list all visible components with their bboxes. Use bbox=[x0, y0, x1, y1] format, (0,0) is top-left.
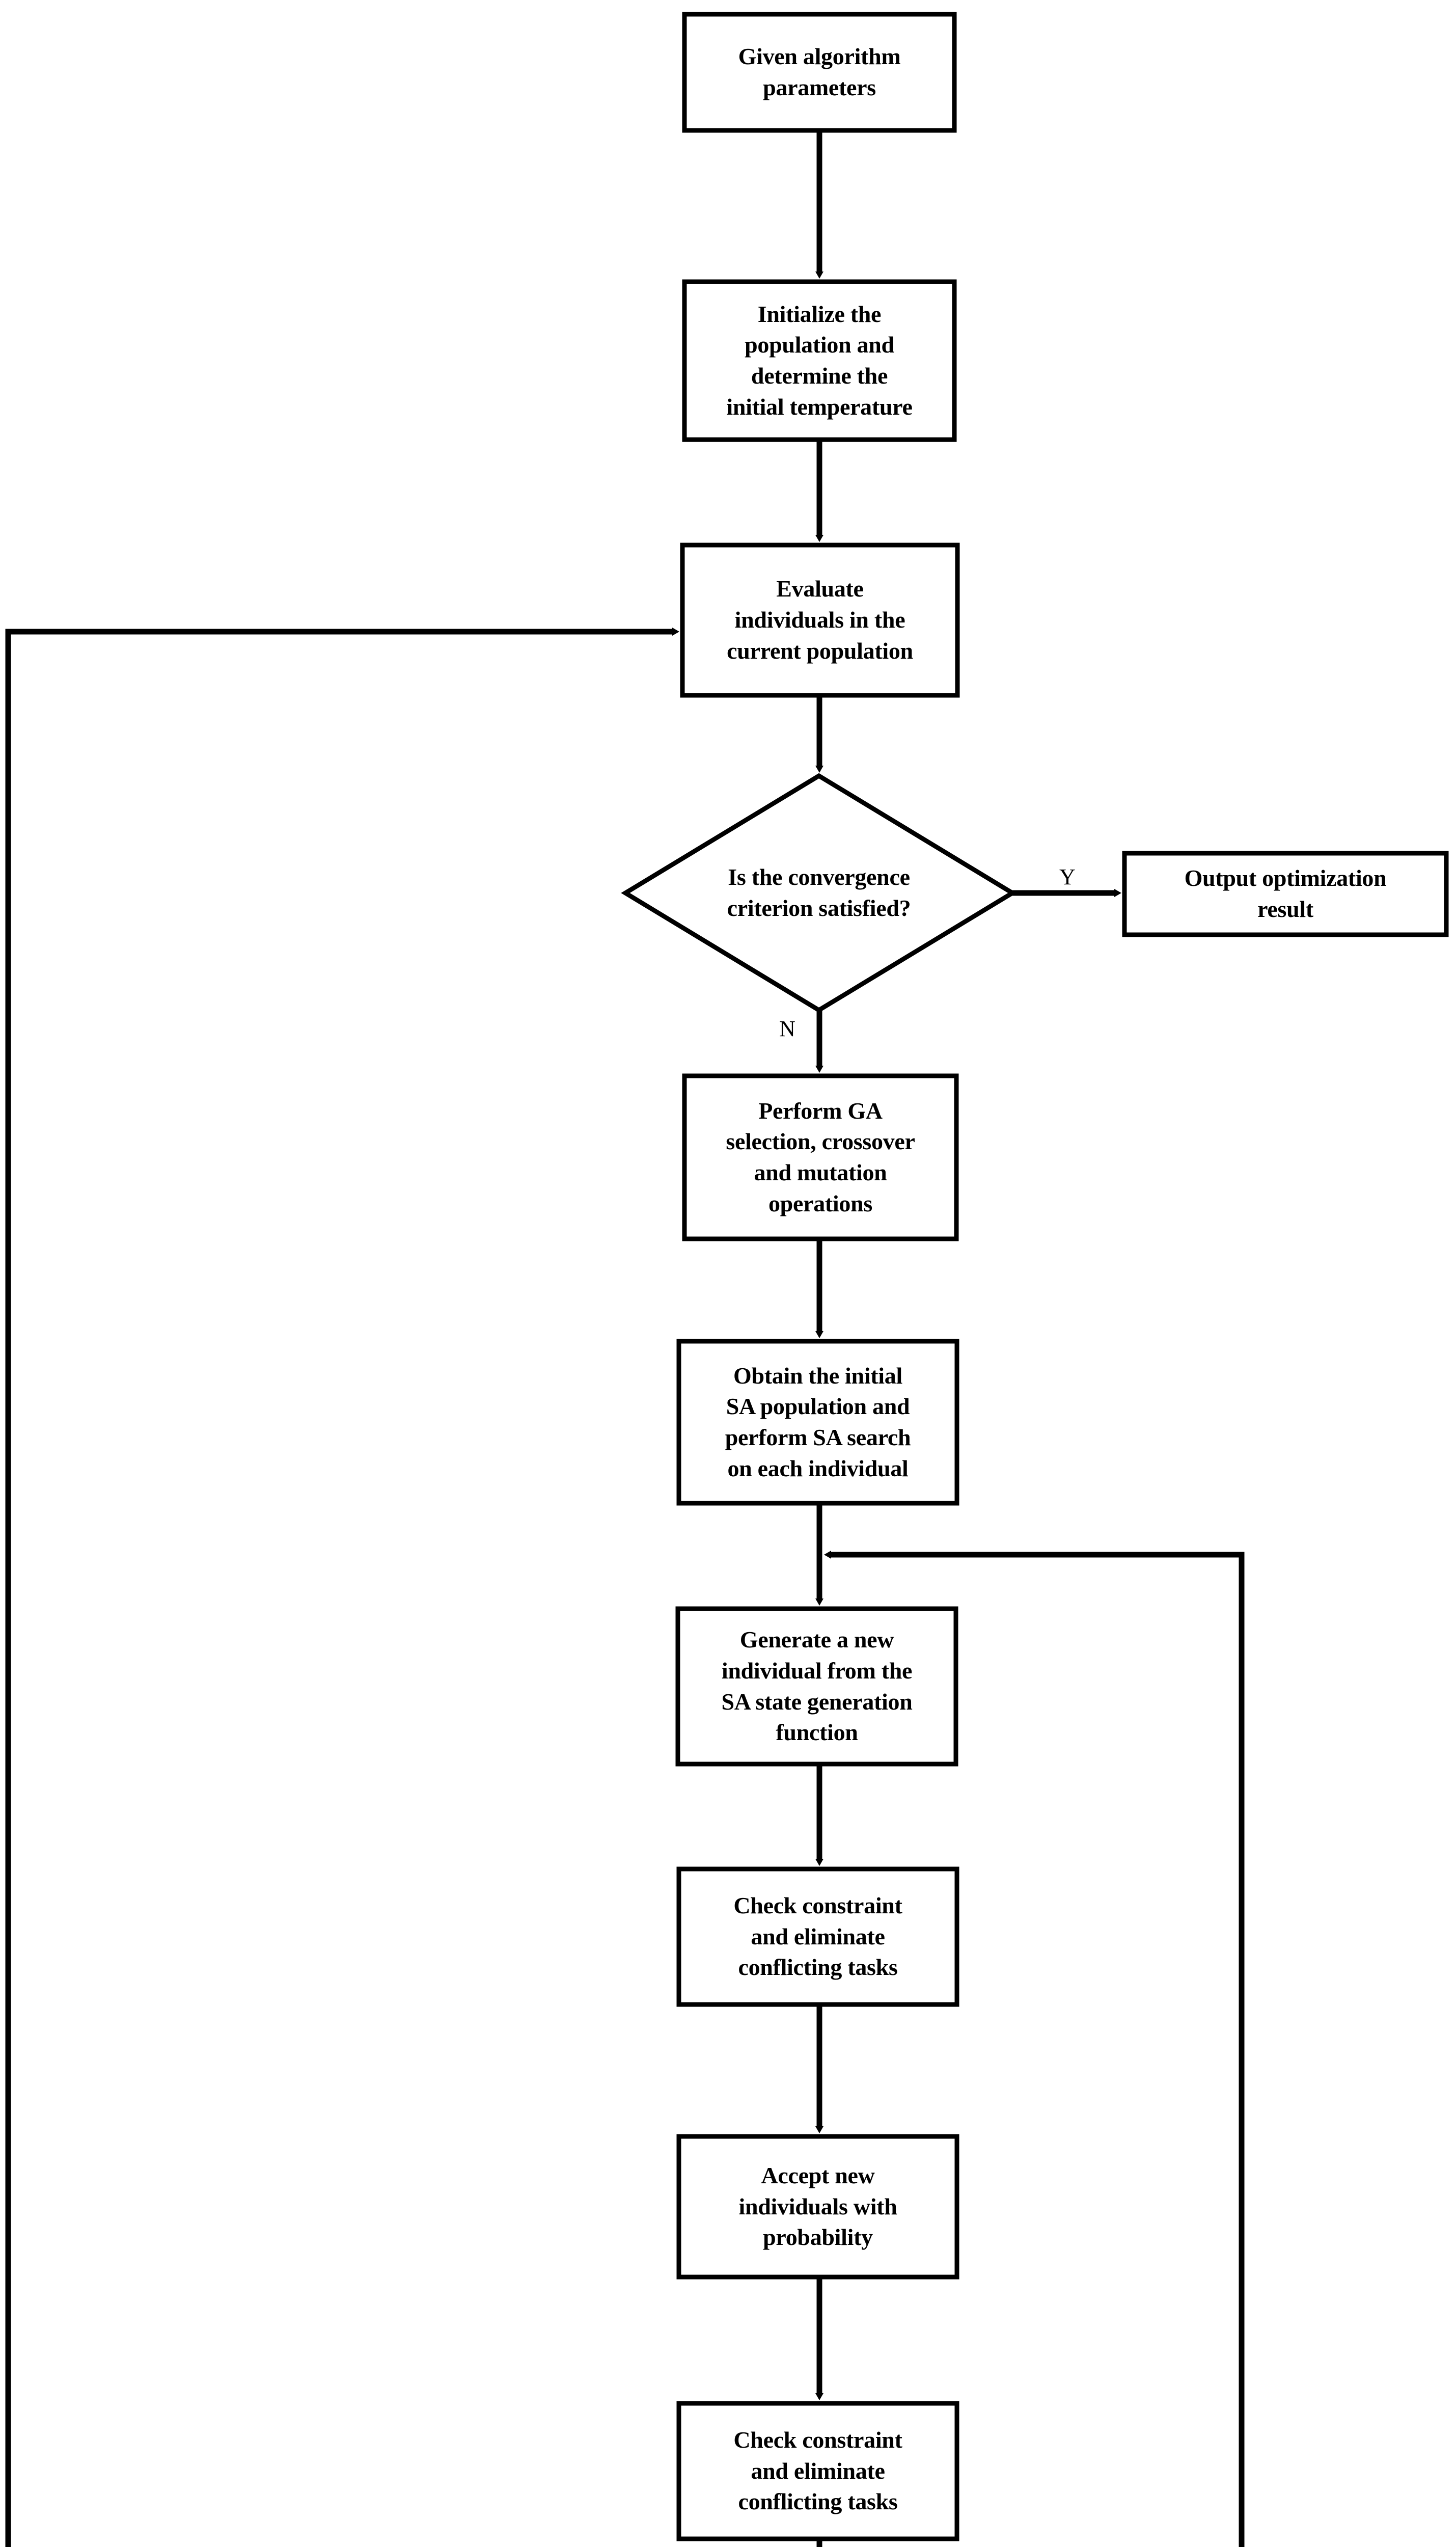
node-initialize-population bbox=[682, 279, 957, 442]
node-convergence-decision bbox=[621, 773, 1017, 1013]
edge-label-convergence-no: N bbox=[779, 1016, 795, 1041]
edge-sa-no-loop-back bbox=[824, 1551, 1245, 2547]
node-perform-ga-operations bbox=[682, 1073, 959, 1241]
node-obtain-sa-population bbox=[676, 1339, 959, 1506]
node-output-optimization-result bbox=[1122, 851, 1449, 937]
node-generate-new-individual bbox=[675, 1606, 958, 1767]
node-check-constraint-2 bbox=[676, 2401, 959, 2541]
node-evaluate-individuals bbox=[680, 543, 960, 698]
edge-label-convergence-yes: Y bbox=[1059, 864, 1076, 889]
node-accept-new-individuals bbox=[676, 2134, 959, 2280]
node-check-constraint-1 bbox=[676, 1866, 959, 2007]
edge-annealing-to-evaluate bbox=[5, 628, 679, 2547]
node-given-algorithm-parameters bbox=[682, 12, 957, 133]
